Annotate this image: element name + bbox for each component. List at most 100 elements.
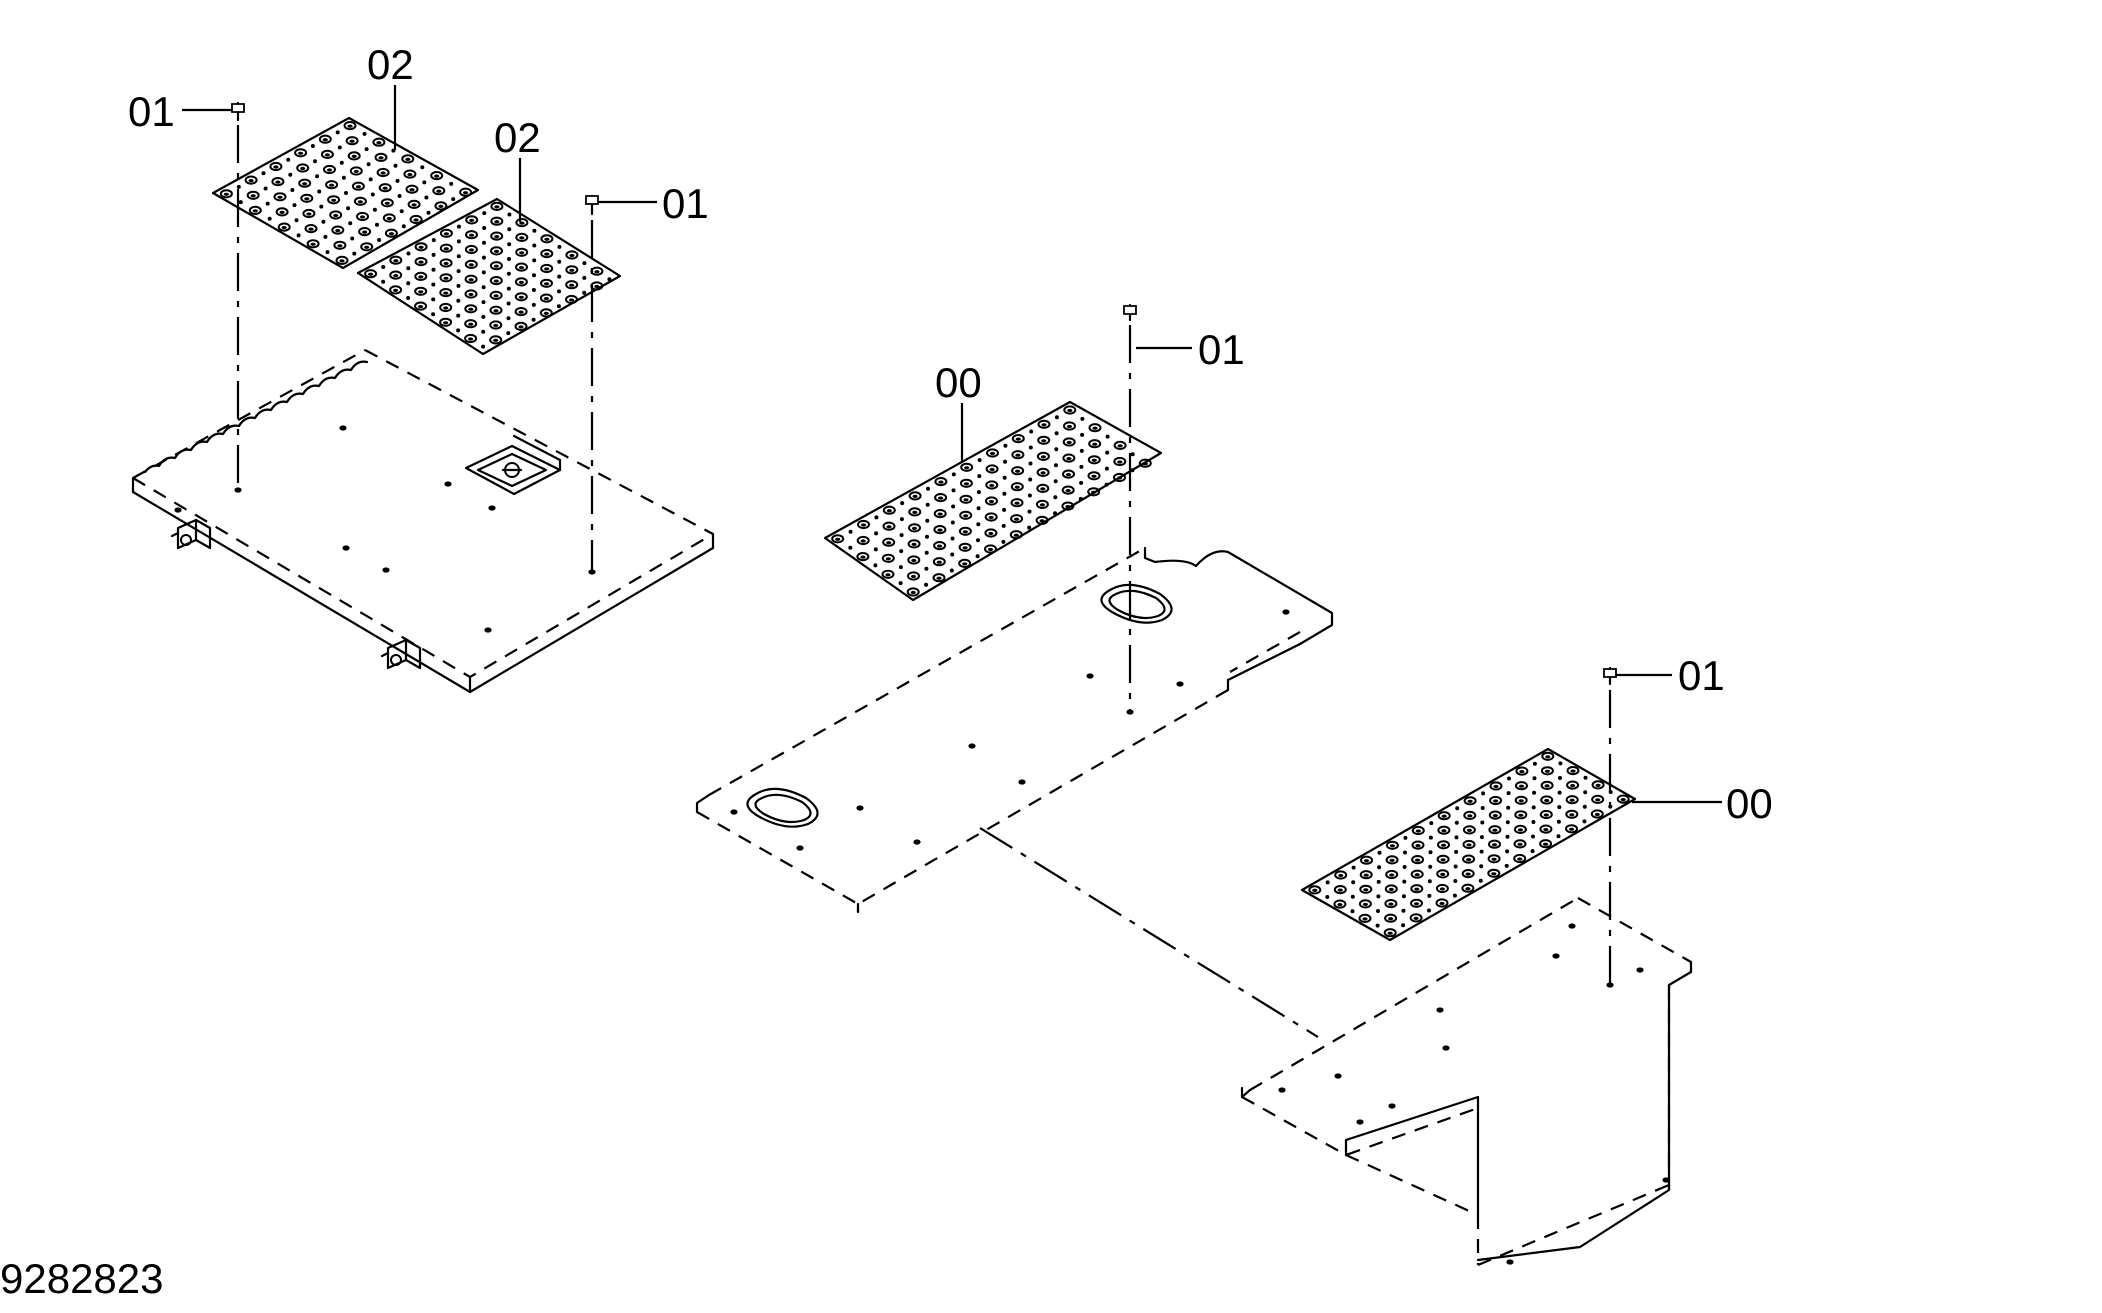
perforation (378, 156, 384, 160)
perforation (1466, 858, 1472, 862)
perforation (1414, 887, 1420, 891)
perforation (438, 204, 444, 208)
perforation (950, 520, 955, 525)
perforation (269, 161, 283, 172)
perforation (984, 512, 998, 522)
perforation (1461, 869, 1475, 879)
perforation (1544, 769, 1550, 773)
perforation (1466, 828, 1472, 833)
perforation (1557, 805, 1562, 810)
perforation (1359, 884, 1373, 894)
perforation (1437, 840, 1450, 850)
mounting-hole (1176, 681, 1184, 687)
perforation (1491, 872, 1497, 876)
perforation (1333, 899, 1347, 909)
perforation (339, 259, 345, 263)
perforation (885, 573, 891, 577)
perforation (357, 200, 363, 204)
perforation (582, 290, 587, 295)
perforation (881, 553, 895, 563)
perforation (1116, 476, 1123, 480)
mounting-hole (1388, 1103, 1396, 1109)
perforation (296, 233, 301, 238)
perforation (1557, 790, 1562, 795)
perforation (1517, 842, 1523, 847)
perforation (1506, 791, 1511, 796)
perforation (1092, 426, 1098, 430)
perforation (519, 236, 525, 240)
perforation (1582, 819, 1587, 824)
bolt-icon (231, 101, 245, 122)
perforation (1087, 471, 1101, 481)
perforation (1569, 798, 1575, 802)
perforation (848, 545, 853, 550)
right-step-bracket (1240, 897, 1693, 1267)
mounting-hole (1356, 1119, 1364, 1125)
perforation (1505, 849, 1510, 854)
perforation (1504, 863, 1509, 868)
perforation (238, 200, 243, 205)
callout-label: 01 (1678, 652, 1725, 699)
perforation (393, 163, 398, 168)
perforation (321, 219, 326, 224)
perforation (1480, 806, 1485, 810)
perforation (337, 244, 343, 248)
perforation (565, 265, 579, 275)
perforation (378, 183, 392, 193)
perforation (1333, 885, 1347, 895)
perforation (1384, 913, 1398, 923)
perforation (908, 507, 922, 517)
perforation (1015, 453, 1021, 457)
perforation (306, 212, 312, 216)
perforation (976, 490, 981, 495)
perforation (1015, 437, 1021, 441)
perforation (265, 201, 270, 206)
perforation (1080, 416, 1085, 421)
perforation (532, 228, 537, 233)
perforation (1435, 898, 1449, 908)
perforation (1488, 810, 1502, 820)
mounting-hole (1606, 982, 1614, 988)
perforation (1487, 854, 1501, 864)
perforation (1403, 850, 1407, 855)
perforation (882, 521, 896, 531)
perforation (1351, 865, 1356, 870)
perforation (1517, 828, 1523, 832)
perforation (532, 273, 536, 278)
perforation (514, 277, 528, 287)
perforation (407, 199, 421, 209)
perforation (976, 522, 981, 527)
perforation (1360, 855, 1373, 865)
perforation (1053, 495, 1058, 500)
perforation (1565, 809, 1579, 819)
perforation (1334, 870, 1348, 880)
perforation (389, 270, 403, 280)
perforation (494, 205, 500, 209)
perforation (1363, 888, 1369, 892)
hinge-icon (380, 638, 422, 670)
perforation (984, 544, 997, 554)
perforation (518, 310, 524, 314)
perforation (1428, 864, 1433, 869)
perforation (362, 230, 368, 234)
perforation (1519, 770, 1525, 774)
perforation (874, 515, 879, 520)
perforation (1467, 814, 1473, 818)
perforation (557, 259, 562, 264)
perforation (236, 184, 241, 189)
perforation (300, 166, 306, 171)
perforation (1363, 873, 1369, 877)
perforation (493, 309, 499, 313)
perforation (1461, 883, 1475, 893)
callout-label: 01 (128, 88, 175, 135)
perforation (1061, 485, 1075, 495)
perforation (1439, 901, 1445, 906)
perforation (1385, 869, 1399, 880)
perforation (406, 266, 411, 271)
perforation (1003, 459, 1007, 464)
perforation (1401, 923, 1406, 928)
perforation (292, 203, 297, 208)
left-floor-panel (131, 349, 715, 694)
perforation (1011, 450, 1025, 460)
perforation (958, 542, 972, 552)
